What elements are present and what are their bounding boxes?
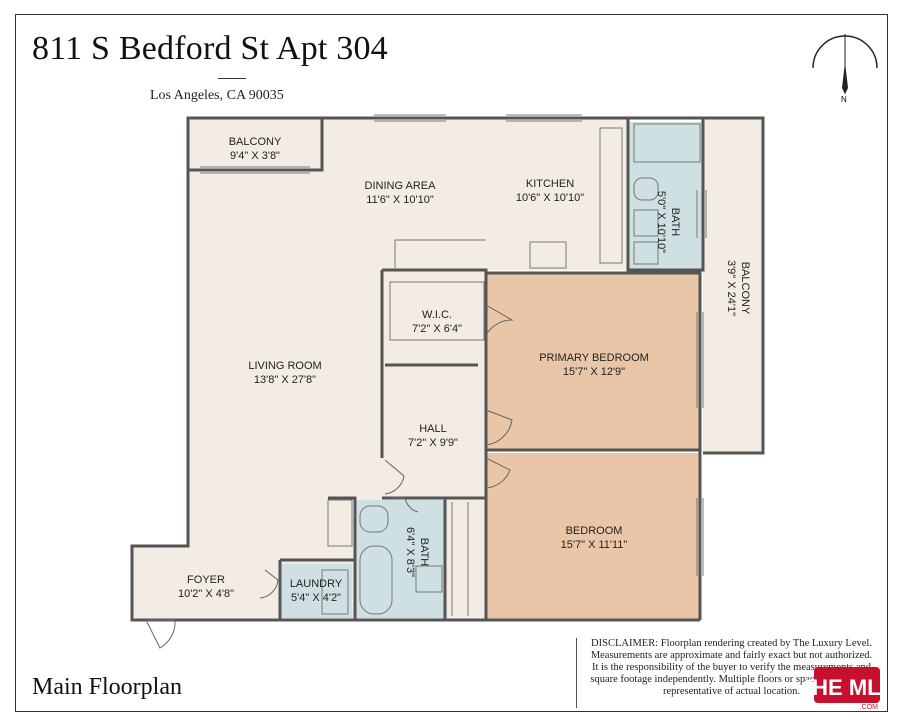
primary-bedroom-label: PRIMARY BEDROOM: [539, 352, 649, 364]
wic-label: W.I.C.: [422, 309, 452, 321]
hall-dims: 7'2" X 9'9": [408, 437, 458, 449]
title-divider: [218, 78, 246, 79]
walls: [130, 116, 765, 622]
mls-logo-text: THE MLS: [806, 675, 886, 700]
floor-areas: [132, 118, 763, 620]
bath-right-area: [628, 122, 703, 270]
bath-right-dims: 5'0" X 10'10": [655, 191, 667, 253]
balcony-right-label: BALCONY: [739, 262, 751, 315]
windows: [200, 114, 707, 576]
laundry-label: LAUNDRY: [290, 578, 343, 590]
primary-bedroom-dims: 15'7" X 12'9": [563, 366, 625, 378]
living-room-label: LIVING ROOM: [248, 360, 321, 372]
bath-center-area: [355, 500, 445, 618]
room-labels: BALCONY 9'4" X 3'8" DINING AREA 11'6" X …: [178, 136, 649, 604]
laundry-dims: 5'4" X 4'2": [291, 592, 341, 604]
bedroom-dims: 15'7" X 11'11": [561, 539, 628, 551]
mls-logo: THE MLS .COM: [806, 667, 886, 711]
compass-north-label: N: [841, 95, 847, 104]
balcony-top-label: BALCONY: [229, 136, 282, 148]
fixtures: [321, 123, 701, 616]
balcony-top-area: [188, 118, 322, 170]
bath-center-dims: 6'4" X 8'3": [404, 527, 416, 577]
page-frame: [15, 14, 888, 712]
balcony-right-dims: 3'9" X 24'1": [725, 260, 737, 316]
laundry-area: [280, 564, 352, 618]
address-subtitle: Los Angeles, CA 90035: [150, 88, 284, 103]
dining-area-dims: 11'6" X 10'10": [366, 194, 434, 206]
disclaimer-text: DISCLAIMER: Floorplan rendering created …: [576, 638, 876, 708]
kitchen-label: KITCHEN: [526, 178, 574, 190]
hall-label: HALL: [419, 423, 447, 435]
mls-logo-sub: .COM: [860, 704, 878, 711]
plan-name: Main Floorplan: [32, 674, 182, 700]
kitchen-dims: 10'6" X 10'10": [516, 192, 584, 204]
primary-bedroom-area: [486, 273, 700, 450]
rotated-labels: BATH 5'0" X 10'10" BALCONY 3'9" X 24'1" …: [404, 191, 751, 577]
bath-right-label: BATH: [669, 208, 681, 237]
foyer-dims: 10'2" X 4'8": [178, 588, 234, 600]
page-title: 811 S Bedford St Apt 304: [32, 30, 388, 67]
bedroom-label: BEDROOM: [566, 525, 623, 537]
bedroom-area: [486, 453, 700, 620]
balcony-top-dims: 9'4" X 3'8": [230, 150, 280, 162]
doors: [145, 304, 514, 649]
bath-center-label: BATH: [418, 538, 430, 567]
wic-dims: 7'2" X 6'4": [412, 323, 462, 335]
foyer-label: FOYER: [187, 574, 225, 586]
dining-area-label: DINING AREA: [365, 180, 437, 192]
compass-icon: N: [812, 34, 878, 104]
living-room-dims: 13'8" X 27'8": [254, 374, 316, 386]
balcony-right-area: [703, 118, 763, 453]
